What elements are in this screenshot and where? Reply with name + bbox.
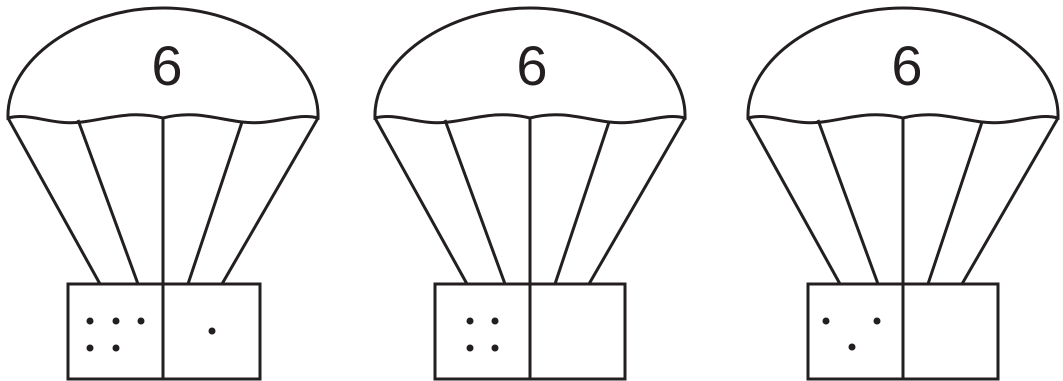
dot	[138, 318, 145, 325]
dot	[113, 318, 120, 325]
dot	[467, 318, 474, 325]
parachute-2: 6	[375, 8, 685, 379]
parachute-1: 6	[8, 8, 318, 379]
dot	[87, 318, 94, 325]
cargo-box	[808, 284, 998, 379]
canopy-number: 6	[151, 34, 182, 97]
cargo-box	[68, 284, 260, 379]
dot	[492, 345, 499, 352]
dot	[209, 328, 216, 335]
left-compartment	[68, 284, 163, 379]
left-compartment	[808, 284, 903, 379]
dot	[823, 318, 830, 325]
canopy-number: 6	[516, 34, 547, 97]
canopy-number: 6	[891, 34, 922, 97]
dot	[874, 318, 881, 325]
dot	[849, 344, 856, 351]
suspension-lines	[8, 117, 318, 284]
dot	[492, 318, 499, 325]
suspension-lines	[375, 117, 685, 284]
right-compartment	[530, 284, 625, 379]
dot	[87, 345, 94, 352]
right-dots	[209, 328, 216, 335]
dot	[113, 345, 120, 352]
dot	[467, 345, 474, 352]
cargo-box	[435, 284, 625, 379]
parachute-3: 6	[748, 8, 1058, 379]
left-compartment	[435, 284, 530, 379]
suspension-lines	[748, 117, 1058, 284]
right-compartment	[903, 284, 998, 379]
